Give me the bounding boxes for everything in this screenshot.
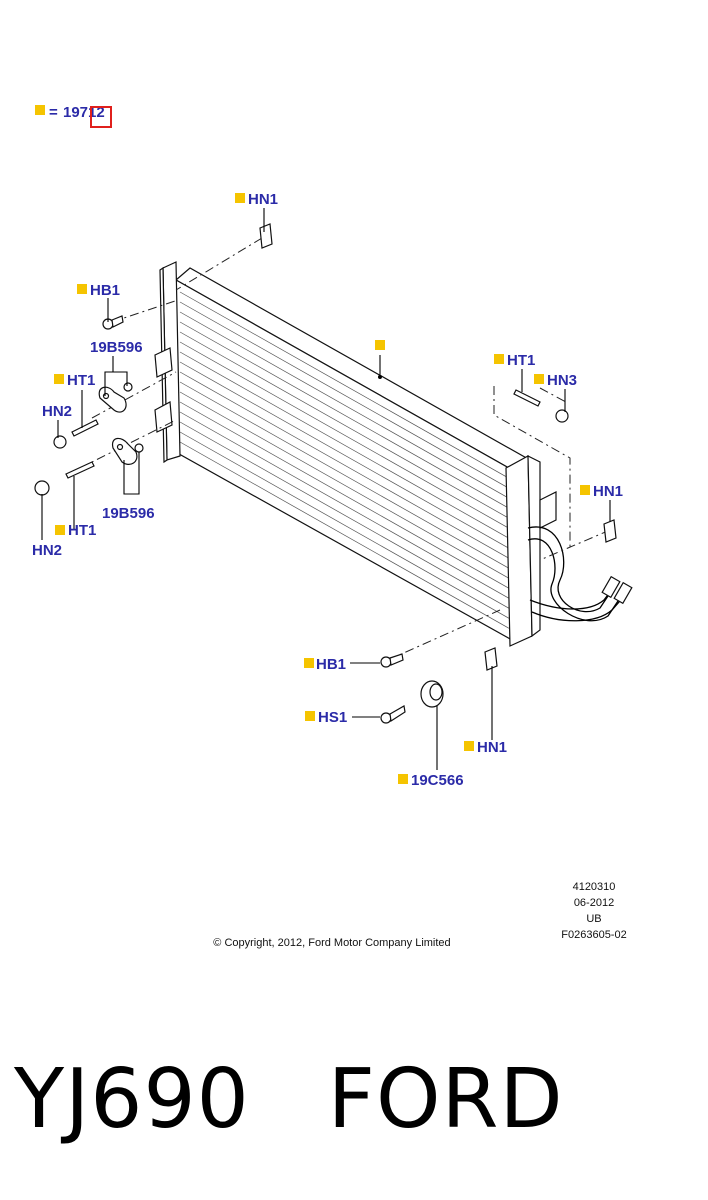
- bolt-hb1-bottom[interactable]: [380, 653, 404, 668]
- caption-model: YJ690: [14, 1052, 250, 1147]
- isolator-19c566[interactable]: [420, 680, 444, 708]
- label-19b596-top[interactable]: 19B596: [90, 339, 143, 356]
- label-hn1-bottom[interactable]: HN1: [477, 739, 507, 756]
- label-ht1-right[interactable]: HT1: [507, 352, 535, 369]
- bracket-nut-right[interactable]: [603, 519, 617, 543]
- legend-equals: =: [49, 104, 58, 121]
- core-marker: [375, 340, 385, 350]
- bracket-nut-top[interactable]: [259, 223, 273, 249]
- info-line-4: F0263605-02: [561, 929, 626, 941]
- gasket-lower[interactable]: [111, 437, 144, 465]
- label-hb1-left[interactable]: HB1: [90, 282, 120, 299]
- bolt-hs1[interactable]: [380, 705, 406, 724]
- label-hb1-bottom[interactable]: HB1: [316, 656, 346, 673]
- refrigerant-pipes[interactable]: [527, 526, 633, 622]
- label-19c566[interactable]: 19C566: [411, 772, 464, 789]
- bolt-hb1-left[interactable]: [102, 315, 124, 330]
- stud-ht1-left[interactable]: [71, 419, 99, 437]
- label-ht1-left[interactable]: HT1: [67, 372, 95, 389]
- label-hn1-right[interactable]: HN1: [593, 483, 623, 500]
- nut-hn2-lower[interactable]: [34, 480, 50, 496]
- info-line-1: 4120310: [573, 881, 616, 893]
- label-hn1-top[interactable]: HN1: [248, 191, 278, 208]
- label-ht1-lower[interactable]: HT1: [68, 522, 96, 539]
- nut-hn2-upper[interactable]: [53, 435, 67, 449]
- legend-part-code[interactable]: 19712: [63, 104, 105, 121]
- label-hn2-upper[interactable]: HN2: [42, 403, 72, 420]
- label-hn3[interactable]: HN3: [547, 372, 577, 389]
- label-hs1[interactable]: HS1: [318, 709, 347, 726]
- highlight-box: [90, 106, 112, 128]
- stud-ht1-right[interactable]: [513, 389, 541, 407]
- parts-diagram: = 19712: [32, 104, 633, 949]
- condenser-core[interactable]: [154, 261, 557, 647]
- caption: YJ690 FORD: [14, 1052, 564, 1147]
- bracket-nut-bottom[interactable]: [484, 647, 498, 671]
- gasket-upper[interactable]: [98, 382, 133, 413]
- nut-hn3[interactable]: [555, 409, 569, 423]
- copyright: © Copyright, 2012, Ford Motor Company Li…: [213, 937, 450, 949]
- stud-ht1-lower[interactable]: [65, 461, 95, 479]
- info-line-2: 06-2012: [574, 897, 614, 909]
- label-19b596-bottom[interactable]: 19B596: [102, 505, 155, 522]
- info-line-3: UB: [586, 913, 601, 925]
- label-hn2-lower[interactable]: HN2: [32, 542, 62, 559]
- legend-marker: [35, 105, 45, 115]
- caption-brand: FORD: [327, 1052, 564, 1147]
